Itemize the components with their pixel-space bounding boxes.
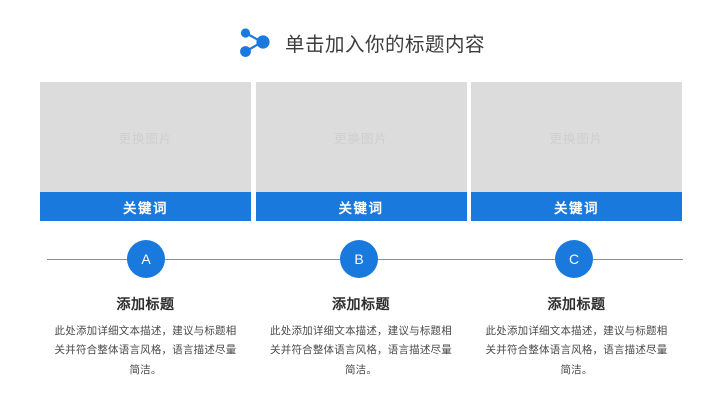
image-card[interactable]: 更换图片 关键词: [471, 82, 682, 221]
column-body-text: 此处添加详细文本描述，建议与标题相关并符合整体语言风格，语言描述尽量简洁。: [485, 324, 668, 376]
page-title: 单击加入你的标题内容: [284, 33, 485, 56]
slide-title-bar: 单击加入你的标题内容: [0, 22, 720, 62]
image-placeholder[interactable]: 更换图片: [471, 82, 682, 192]
timeline-node-a[interactable]: A: [127, 240, 165, 278]
description-row: 添加标题 此处添加详细文本描述，建议与标题相关并符合整体语言风格，语言描述尽量简…: [40, 296, 682, 380]
description-column: 添加标题 此处添加详细文本描述，建议与标题相关并符合整体语言风格，语言描述尽量简…: [471, 296, 682, 380]
keyword-bar[interactable]: 关键词: [40, 192, 251, 221]
image-card[interactable]: 更换图片 关键词: [255, 82, 467, 221]
column-heading: 添加标题: [116, 296, 175, 312]
timeline-node-c[interactable]: C: [555, 240, 593, 278]
keyword-label: 关键词: [338, 200, 384, 216]
description-column: 添加标题 此处添加详细文本描述，建议与标题相关并符合整体语言风格，语言描述尽量简…: [40, 296, 251, 380]
image-placeholder[interactable]: 更换图片: [40, 82, 251, 192]
image-placeholder-label: 更换图片: [333, 131, 388, 146]
image-placeholder-label: 更换图片: [118, 131, 173, 146]
image-cards-row: 更换图片 关键词 更换图片 关键词 更换图片 关键词: [40, 82, 682, 221]
timeline-node-b[interactable]: B: [340, 240, 378, 278]
keyword-bar[interactable]: 关键词: [471, 192, 682, 221]
description-column: 添加标题 此处添加详细文本描述，建议与标题相关并符合整体语言风格，语言描述尽量简…: [256, 296, 467, 380]
keyword-label: 关键词: [554, 200, 599, 216]
keyword-label: 关键词: [123, 200, 168, 216]
image-placeholder[interactable]: 更换图片: [255, 82, 467, 192]
column-body-text: 此处添加详细文本描述，建议与标题相关并符合整体语言风格，语言描述尽量简洁。: [54, 324, 237, 376]
column-body-text: 此处添加详细文本描述，建议与标题相关并符合整体语言风格，语言描述尽量简洁。: [270, 324, 452, 376]
column-heading: 添加标题: [547, 296, 606, 312]
image-placeholder-label: 更换图片: [549, 131, 604, 146]
keyword-bar[interactable]: 关键词: [255, 192, 467, 221]
column-heading: 添加标题: [332, 296, 390, 312]
share-nodes-icon: [240, 28, 270, 57]
image-card[interactable]: 更换图片 关键词: [40, 82, 251, 221]
